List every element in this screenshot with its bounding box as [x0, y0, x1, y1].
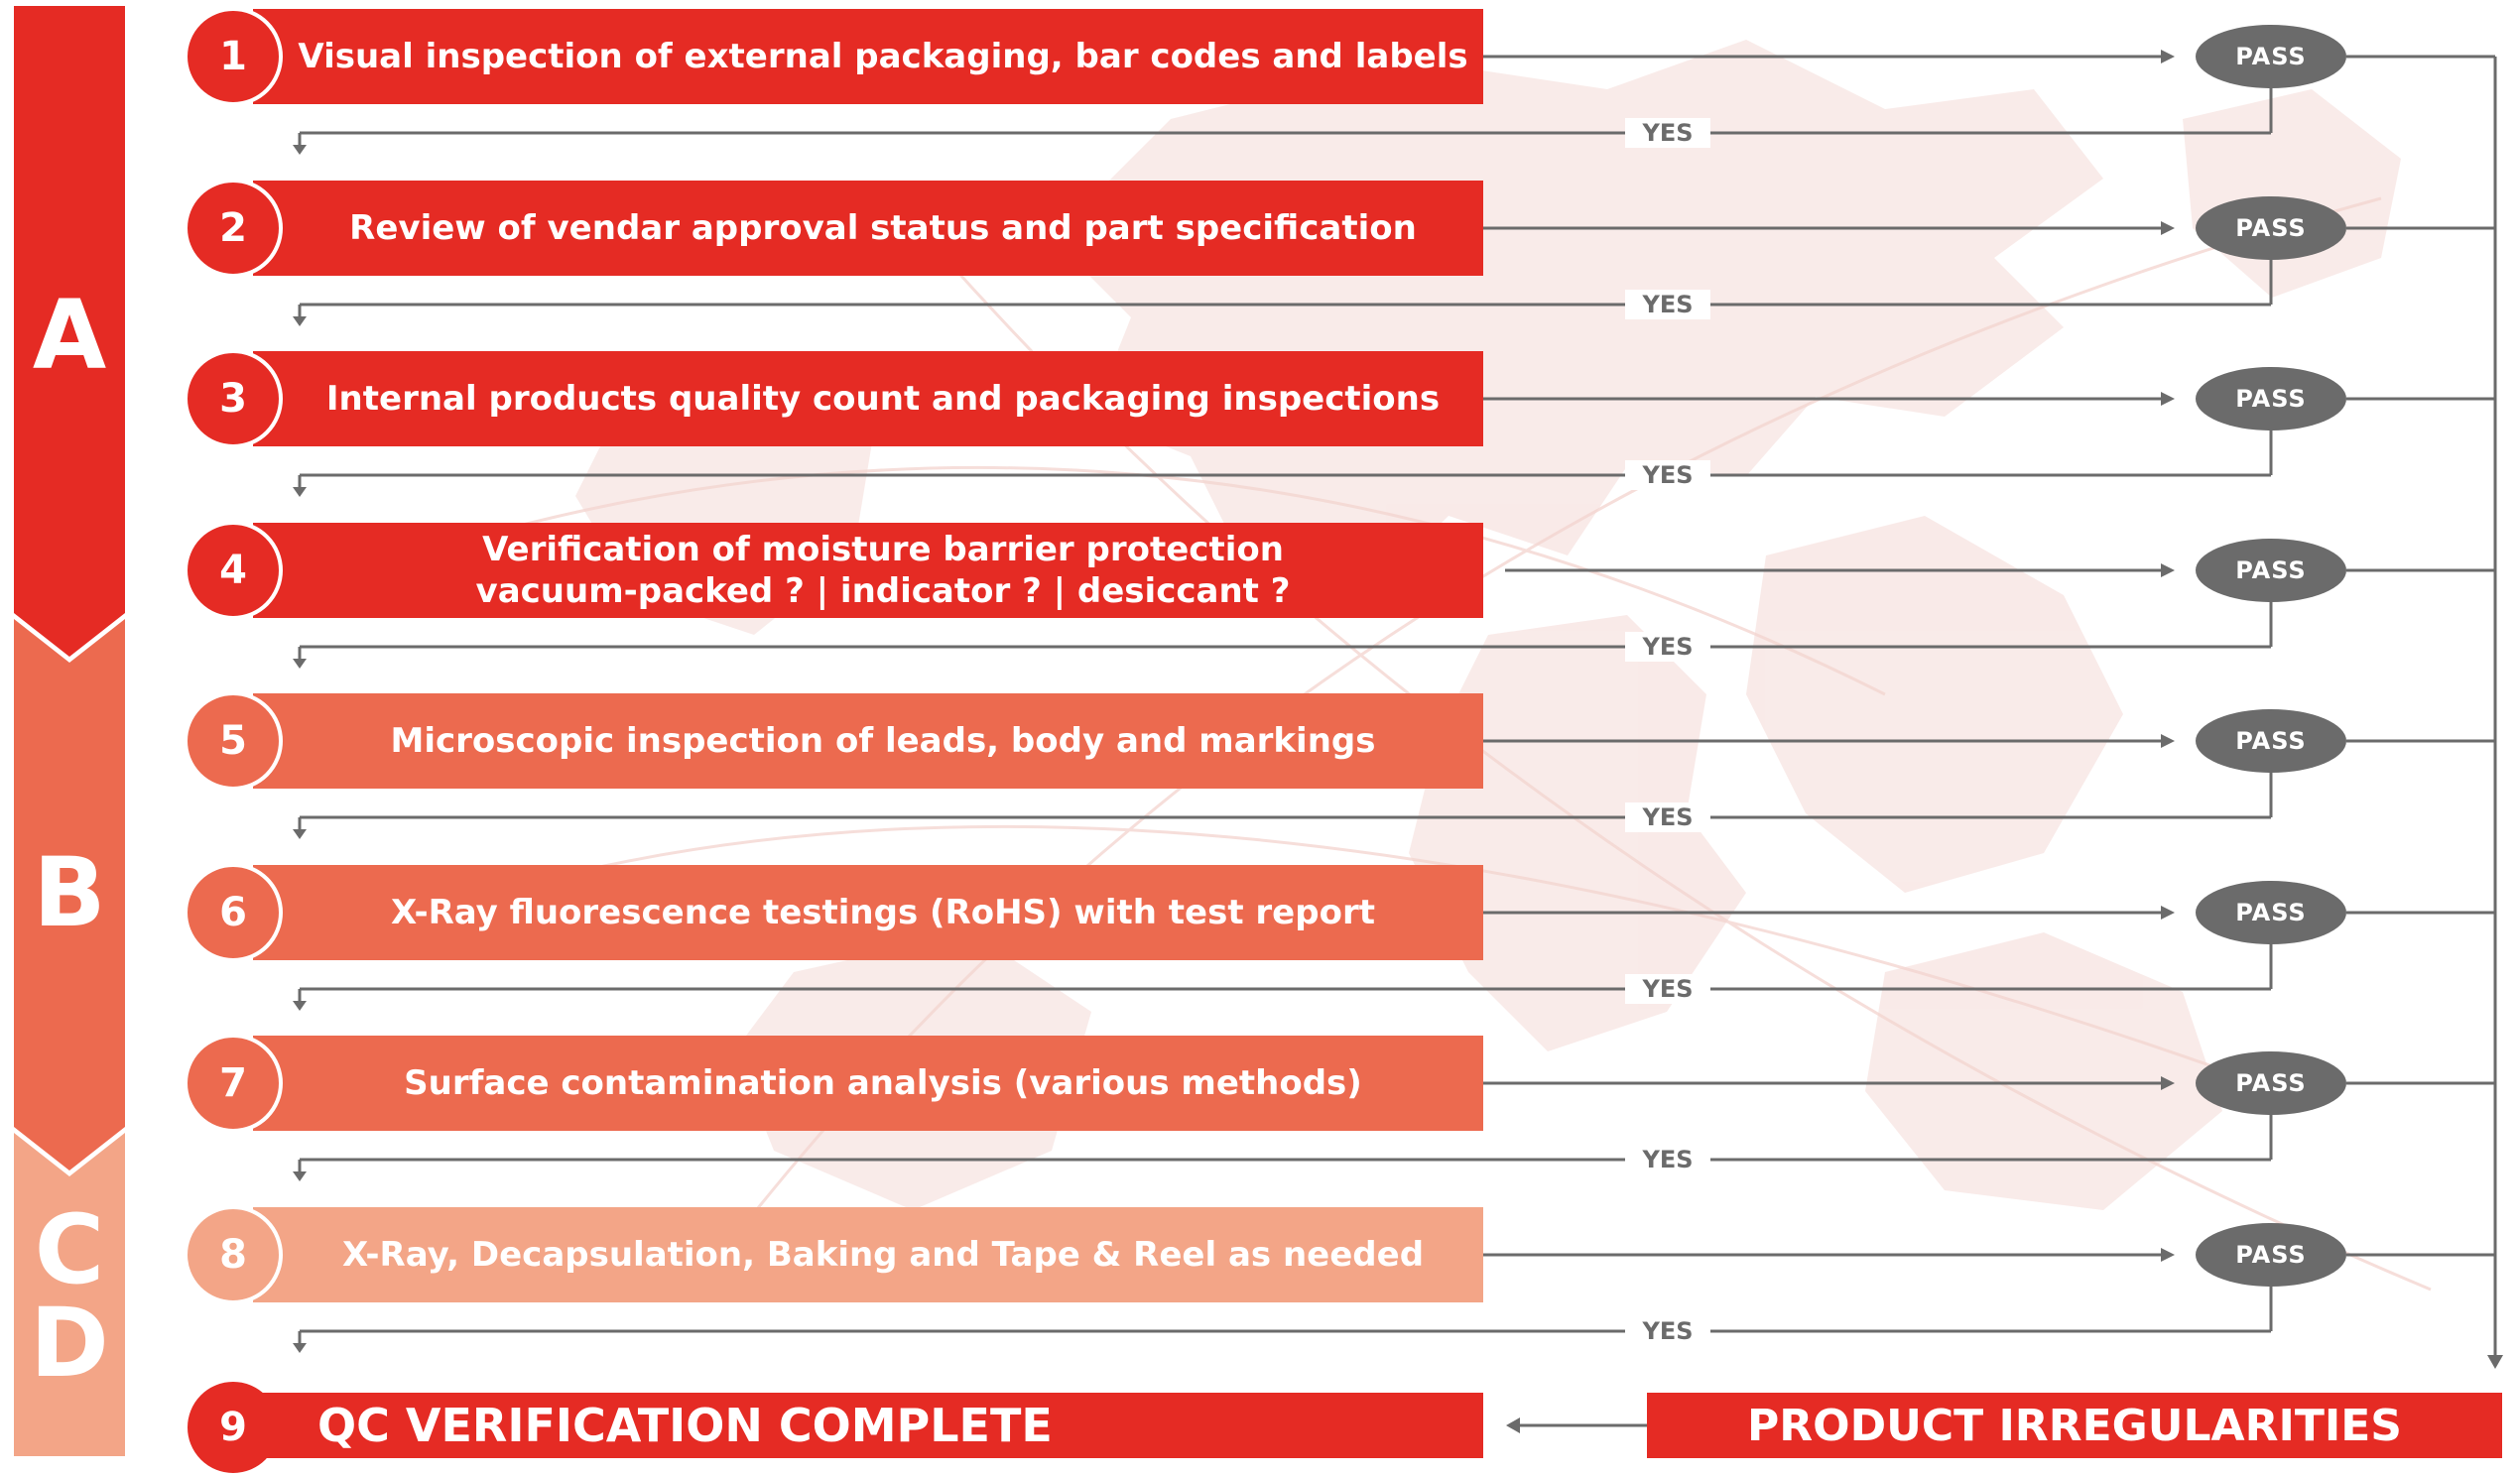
step-text: Verification of moisture barrier protect…	[446, 529, 1291, 612]
step-row: Internal products quality count and pack…	[184, 349, 1483, 448]
step-bar: X-Ray fluorescence testings (RoHS) with …	[253, 865, 1483, 960]
step-row: Review of vendar approval status and par…	[184, 179, 1483, 278]
step-row: Surface contamination analysis (various …	[184, 1034, 1483, 1133]
step-number: 4	[184, 521, 283, 620]
step-number: 8	[184, 1205, 283, 1304]
yes-label: YES	[1625, 118, 1710, 148]
step-bar: Review of vendar approval status and par…	[253, 181, 1483, 276]
step-bar: Visual inspection of external packaging,…	[253, 9, 1483, 104]
step-row: Verification of moisture barrier protect…	[184, 521, 1483, 620]
step-number: 1	[184, 7, 283, 106]
step-number: 2	[184, 179, 283, 278]
yes-label: YES	[1625, 460, 1710, 490]
step-bar: X-Ray, Decapsulation, Baking and Tape & …	[253, 1207, 1483, 1302]
step-bar: Verification of moisture barrier protect…	[253, 523, 1483, 618]
step-text: Review of vendar approval status and par…	[319, 207, 1417, 249]
yes-label: YES	[1625, 802, 1710, 832]
pass-badge: PASS	[2196, 367, 2346, 431]
phase-label-d: D	[30, 1288, 109, 1399]
phase-label-c: C	[34, 1194, 105, 1305]
step-text-line: Verification of moisture barrier protect…	[482, 530, 1284, 569]
step-row: X-Ray fluorescence testings (RoHS) with …	[184, 863, 1483, 962]
pass-badge: PASS	[2196, 1223, 2346, 1287]
step-text: Microscopic inspection of leads, body an…	[361, 720, 1376, 762]
step-number: 6	[184, 863, 283, 962]
yes-label: YES	[1625, 1145, 1710, 1174]
step-bar: Microscopic inspection of leads, body an…	[253, 693, 1483, 789]
step-bar: Internal products quality count and pack…	[253, 351, 1483, 446]
pass-badge: PASS	[2196, 196, 2346, 260]
step-text-line: Review of vendar approval status and par…	[349, 208, 1417, 248]
step-text: Visual inspection of external packaging,…	[268, 36, 1467, 77]
step-text-line: vacuum-packed ? | indicator ? | desiccan…	[475, 571, 1291, 611]
pass-badge: PASS	[2196, 709, 2346, 773]
step-row: Visual inspection of external packaging,…	[184, 7, 1483, 106]
step-text-line: X-Ray fluorescence testings (RoHS) with …	[391, 893, 1375, 932]
phase-b-band	[14, 619, 125, 1170]
pass-badge: PASS	[2196, 1051, 2346, 1115]
phase-cd-band	[14, 1133, 125, 1456]
step-text-line: Internal products quality count and pack…	[325, 379, 1441, 419]
pass-badge: PASS	[2196, 25, 2346, 88]
step-text: X-Ray fluorescence testings (RoHS) with …	[361, 892, 1375, 933]
final-step-bar: QC VERIFICATION COMPLETE	[253, 1393, 1483, 1458]
step-text: Internal products quality count and pack…	[297, 378, 1440, 420]
phase-rail	[14, 6, 125, 1456]
phase-label-b: B	[33, 837, 106, 948]
step-row: Microscopic inspection of leads, body an…	[184, 691, 1483, 791]
yes-label: YES	[1625, 632, 1710, 662]
pass-badge: PASS	[2196, 539, 2346, 602]
yes-label: YES	[1625, 1316, 1710, 1346]
final-step-label: QC VERIFICATION COMPLETE	[317, 1399, 1053, 1452]
product-irregularities-box: PRODUCT IRREGULARITIES	[1647, 1393, 2502, 1458]
step-text-line: X-Ray, Decapsulation, Baking and Tape & …	[341, 1235, 1425, 1275]
yes-label: YES	[1625, 974, 1710, 1004]
step-number: 5	[184, 691, 283, 791]
product-irregularities-label: PRODUCT IRREGULARITIES	[1747, 1400, 2402, 1451]
step-number: 7	[184, 1034, 283, 1133]
step-text: X-Ray, Decapsulation, Baking and Tape & …	[313, 1234, 1424, 1276]
phase-a-band	[14, 6, 125, 657]
step-number: 3	[184, 349, 283, 448]
step-row: X-Ray, Decapsulation, Baking and Tape & …	[184, 1205, 1483, 1304]
pass-badge: PASS	[2196, 881, 2346, 944]
phase-label-a: A	[32, 280, 107, 391]
step-text-line: Microscopic inspection of leads, body an…	[390, 721, 1376, 761]
step-text-line: Surface contamination analysis (various …	[404, 1063, 1362, 1103]
step-text: Surface contamination analysis (various …	[374, 1062, 1362, 1104]
step-text-line: Visual inspection of external packaging,…	[298, 37, 1468, 76]
step-bar: Surface contamination analysis (various …	[253, 1036, 1483, 1131]
yes-label: YES	[1625, 290, 1710, 319]
